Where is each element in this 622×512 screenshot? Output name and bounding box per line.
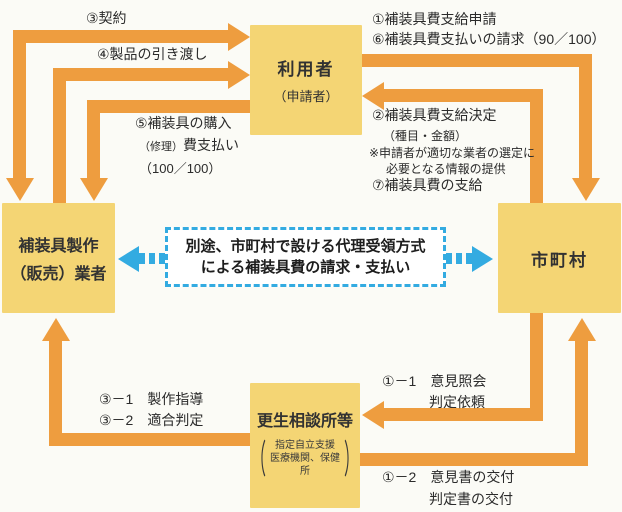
label-decision: ②補装具費支給決定 (372, 107, 497, 123)
label-purchase: ⑤補装具の購入 （修理）費支払い （100／100） (135, 112, 239, 180)
label-decision-note2: 必要となる情報の提供 (386, 162, 506, 176)
node-maker-line2: （販売）業者 (10, 266, 107, 283)
proxy-receipt-note-line2: による補装具費の請求・支払い (200, 259, 411, 276)
node-consultation-detail-lines: 指定自立支援 医療機関、保健所 (267, 439, 343, 478)
label-purchase-line2: （修理）費支払い (139, 134, 239, 158)
arrow-decision-vertical (530, 89, 543, 203)
label-purchase-line3: （100／100） (139, 161, 222, 176)
node-user-title: 利用者 (277, 60, 335, 79)
arrow-application-head-icon (572, 178, 600, 201)
consultation-detail-line1: 指定自立支援 (275, 440, 335, 451)
node-municipality: 市町村 (498, 203, 621, 313)
arrow-contract-vertical (13, 30, 26, 178)
label-guidance-line2: ③－2 適合判定 (99, 412, 204, 428)
node-user: 利用者 （申請者） (250, 25, 362, 135)
arrow-decision-horizontal (384, 89, 543, 102)
arrow-delivery-horizontal (53, 68, 228, 81)
dashed-arrow-left-icon (118, 246, 139, 272)
arrow-inquiry-head-icon (362, 401, 384, 429)
label-report-line2: 判定書の交付 (429, 491, 513, 507)
label-delivery: ④製品の引き渡し (97, 46, 208, 62)
arrow-application-vertical (579, 54, 592, 178)
label-decision-sub: （種目・金額） (383, 129, 468, 143)
arrow-contract-head-right-icon (228, 23, 250, 51)
consultation-detail-line2: 医療機関、保健所 (270, 453, 340, 477)
proxy-receipt-note-line1: 別途、市町村で設ける代理受領方式 (185, 238, 426, 255)
arrow-guidance-horizontal (49, 433, 250, 446)
arrow-guidance-head-icon (42, 318, 70, 341)
arrow-report-vertical (575, 341, 588, 466)
node-maker-line1: 補装具製作 (18, 238, 99, 255)
arrow-report-head-icon (568, 318, 596, 341)
proxy-receipt-note: 別途、市町村で設ける代理受領方式 による補装具費の請求・支払い (165, 227, 446, 287)
label-application: ①補装具費支給申請 (372, 11, 497, 27)
dashed-connector-right (446, 253, 472, 264)
paren-open: （ (251, 439, 267, 484)
arrow-decision-head-icon (362, 82, 384, 110)
arrow-purchase-vertical (87, 100, 100, 178)
arrow-report-horizontal (360, 453, 588, 466)
node-consultation-title: 更生相談所等 (256, 413, 353, 430)
label-guidance-line1: ③－1 製作指導 (99, 391, 204, 407)
arrow-contract-horizontal (13, 30, 228, 43)
label-claim: ⑥補装具費支払いの請求（90／100） (372, 31, 606, 47)
node-consultation: 更生相談所等 （ 指定自立支援 医療機関、保健所 ） (250, 383, 360, 508)
paren-close: ） (343, 439, 359, 484)
node-user-subtitle: （申請者） (273, 89, 339, 104)
label-inquiry-line1: ①－1 意見照会 (382, 373, 487, 389)
label-inquiry-line2: 判定依頼 (429, 394, 485, 410)
label-decision-note1: ※申請者が適切な業者の選定に (369, 146, 536, 160)
label-contract: ③契約 (86, 10, 127, 26)
arrow-delivery-vertical (53, 68, 66, 203)
label-purchase-line1: ⑤補装具の購入 (135, 115, 232, 131)
label-report-line1: ①－2 意見書の交付 (382, 469, 515, 485)
arrow-inquiry-horizontal (384, 408, 543, 421)
arrow-contract-head-down-icon (6, 178, 34, 201)
node-municipality-title: 市町村 (531, 250, 588, 270)
dashed-connector-left (139, 253, 165, 264)
label-purchase-pay: 費支払い (183, 137, 239, 153)
dashed-arrow-right-icon (472, 246, 493, 272)
arrow-delivery-head-icon (228, 61, 250, 89)
node-maker: 補装具製作 （販売）業者 (2, 203, 115, 313)
arrow-guidance-vertical (49, 341, 62, 446)
arrow-purchase-horizontal (87, 100, 250, 113)
arrow-inquiry-vertical (530, 313, 543, 421)
label-purchase-repair: （修理） (139, 141, 183, 153)
node-consultation-detail: （ 指定自立支援 医療機関、保健所 ） (250, 439, 360, 483)
arrow-purchase-head-icon (80, 178, 108, 201)
label-grant: ⑦補装具費の支給 (372, 177, 483, 193)
arrow-application-horizontal (362, 54, 592, 67)
